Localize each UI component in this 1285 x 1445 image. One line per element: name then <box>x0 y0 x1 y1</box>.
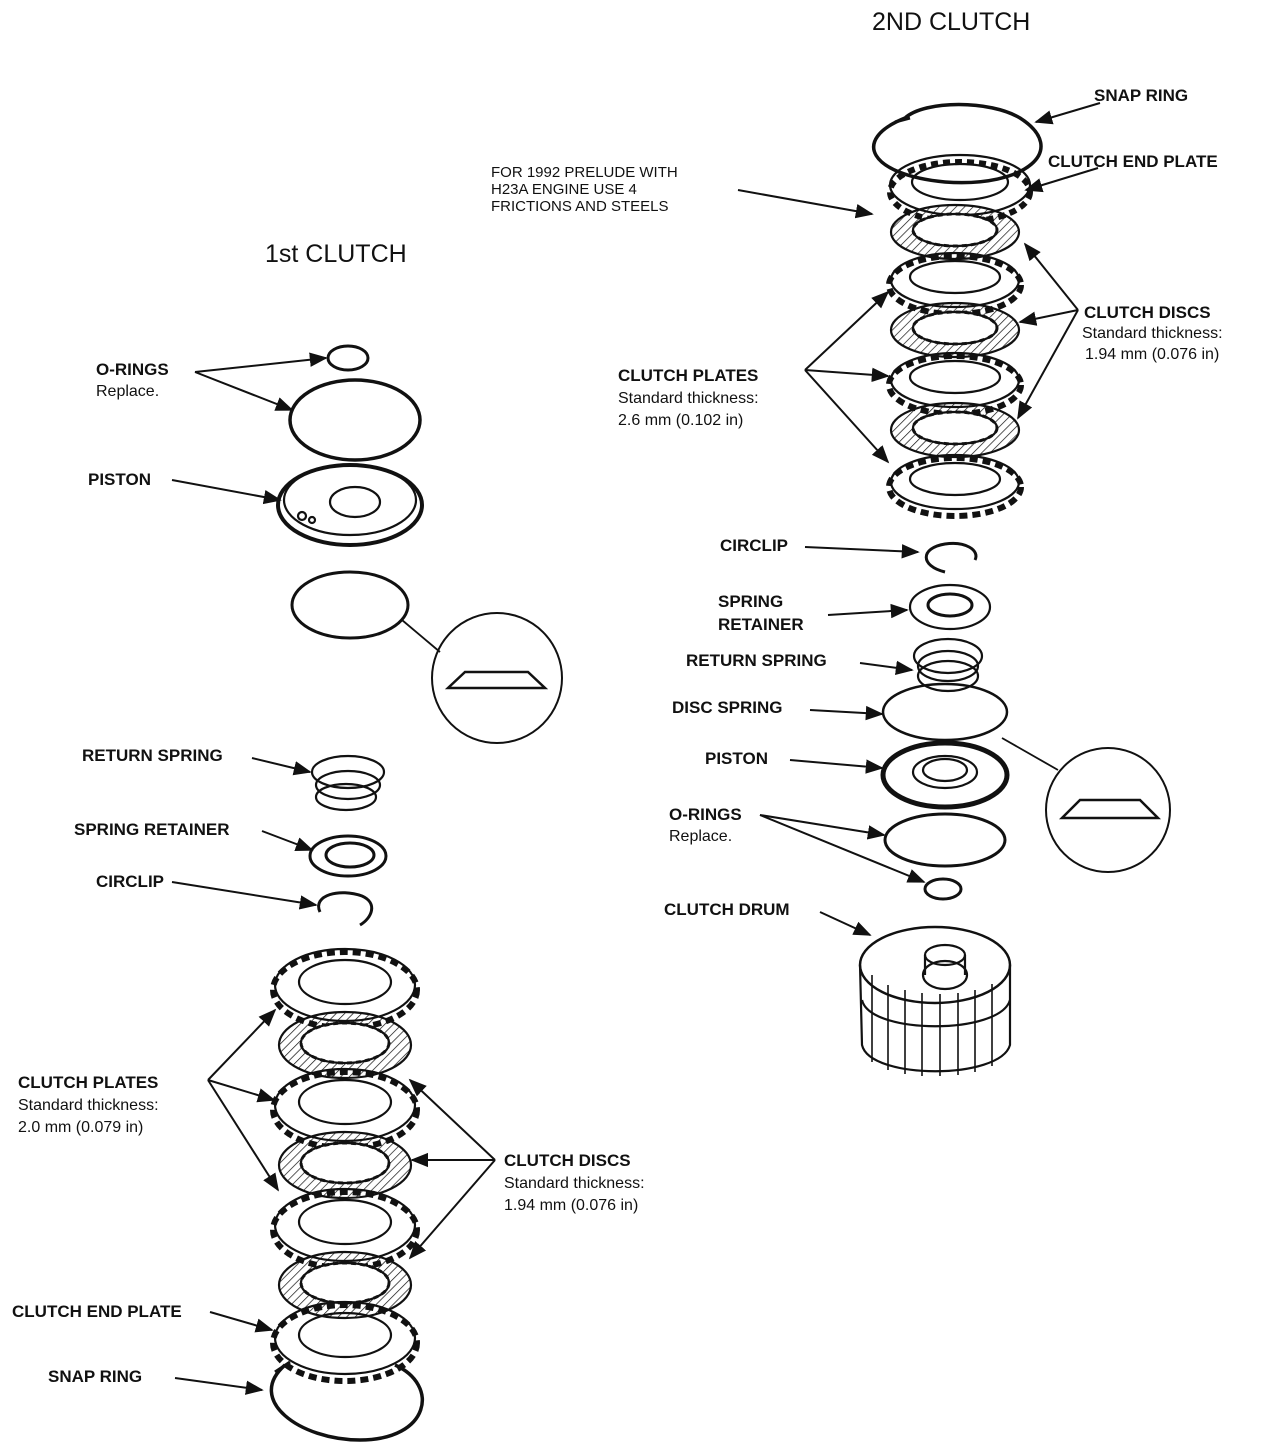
label-return-spring-1st: RETURN SPRING <box>82 746 223 765</box>
label-snap-ring-2nd: SNAP RING <box>1094 86 1189 105</box>
clutch-disc-2nd-2 <box>889 301 1021 359</box>
clutch-end-plate-1st <box>270 1300 420 1384</box>
label-o-rings-1st: O-RINGS <box>96 360 169 379</box>
spec-clutch-discs-1st-line-1: Standard thickness: <box>504 1175 645 1192</box>
first-clutch-parts <box>269 344 563 1442</box>
return-spring-2nd <box>912 637 984 693</box>
snap-ring-2nd <box>872 102 1043 185</box>
piston-seal-1st <box>290 570 410 640</box>
seal-section-detail-1st <box>431 612 563 744</box>
label-clutch-discs-2nd: CLUTCH DISCS <box>1084 303 1211 322</box>
clutch-disc-2nd-3 <box>889 401 1021 459</box>
clutch-disc-2nd-1 <box>889 203 1021 261</box>
label-circlip-1st: CIRCLIP <box>96 872 164 891</box>
label-clutch-discs-1st: CLUTCH DISCS <box>504 1151 631 1170</box>
label-spring-retainer-2nd-line-1: SPRING <box>718 592 784 611</box>
snap-ring-1st <box>269 1363 424 1442</box>
note-o-rings-2nd: Replace. <box>669 828 733 845</box>
spring-retainer-2nd <box>908 583 992 631</box>
label-spring-retainer-1st: SPRING RETAINER <box>74 820 230 839</box>
label-clutch-plates-2nd: CLUTCH PLATES <box>618 366 759 385</box>
o-ring-1st-small <box>326 344 370 372</box>
spec-clutch-discs-2nd-line-2: 1.94 mm (0.076 in) <box>1085 346 1220 363</box>
label-return-spring-2nd: RETURN SPRING <box>686 651 827 670</box>
label-snap-ring-1st: SNAP RING <box>48 1367 143 1386</box>
clutch-disc-1st-3 <box>277 1250 413 1320</box>
prelude-note-line-3: FRICTIONS AND STEELS <box>491 198 669 215</box>
clutch-disc-1st-1 <box>277 1010 413 1080</box>
label-circlip-2nd: CIRCLIP <box>720 536 788 555</box>
o-ring-1st-large <box>288 378 422 462</box>
label-clutch-drum: CLUTCH DRUM <box>664 900 790 919</box>
spec-clutch-plates-2nd-line-1: Standard thickness: <box>618 390 759 407</box>
clutch-drum <box>858 925 1012 1076</box>
first-clutch-title: 1st CLUTCH <box>265 240 407 268</box>
label-clutch-end-plate-1st: CLUTCH END PLATE <box>12 1302 182 1321</box>
return-spring-1st <box>310 754 386 812</box>
piston-2nd <box>880 740 1010 810</box>
second-clutch-parts <box>858 102 1171 1076</box>
spec-clutch-plates-2nd-line-2: 2.6 mm (0.102 in) <box>618 412 744 429</box>
prelude-note-line-1: FOR 1992 PRELUDE WITH <box>491 164 678 181</box>
circlip-2nd <box>924 541 978 574</box>
disc-spring-section-detail-2nd <box>1045 747 1171 873</box>
label-o-rings-2nd: O-RINGS <box>669 805 742 824</box>
note-o-rings-1st: Replace. <box>96 383 160 400</box>
o-ring-2nd-large <box>883 812 1007 868</box>
label-disc-spring-2nd: DISC SPRING <box>672 698 783 717</box>
leader-lines <box>171 102 1101 1395</box>
clutch-plate-2nd-3 <box>886 453 1024 519</box>
prelude-note-line-2: H23A ENGINE USE 4 <box>491 181 637 198</box>
o-ring-2nd-small <box>923 877 963 901</box>
label-piston-1st: PISTON <box>88 470 151 489</box>
spec-clutch-plates-1st-line-1: Standard thickness: <box>18 1097 159 1114</box>
spec-clutch-discs-1st-line-2: 1.94 mm (0.076 in) <box>504 1197 639 1214</box>
spec-clutch-discs-2nd-line-1: Standard thickness: <box>1082 325 1223 342</box>
disc-spring-2nd <box>881 682 1009 742</box>
label-piston-2nd: PISTON <box>705 749 768 768</box>
spec-clutch-plates-1st-line-2: 2.0 mm (0.079 in) <box>18 1119 144 1136</box>
label-spring-retainer-2nd-line-2: RETAINER <box>718 615 804 634</box>
piston-1st <box>276 463 424 547</box>
label-clutch-end-plate-2nd: CLUTCH END PLATE <box>1048 152 1218 171</box>
second-clutch-title: 2ND CLUTCH <box>872 8 1031 36</box>
label-clutch-plates-1st: CLUTCH PLATES <box>18 1073 159 1092</box>
circlip-1st <box>317 891 374 927</box>
spring-retainer-1st <box>308 834 388 878</box>
